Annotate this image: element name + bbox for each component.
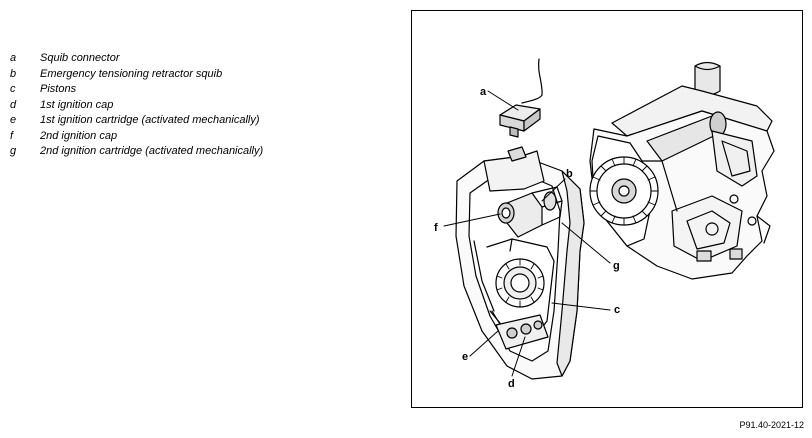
callout-d: d xyxy=(508,378,515,390)
leader-lines xyxy=(443,90,611,377)
leader-line-f xyxy=(443,213,501,227)
leader-line-c xyxy=(551,302,611,311)
callout-g: g xyxy=(613,260,620,272)
legend-key: b xyxy=(10,67,17,80)
figure-frame: a b c d e f g xyxy=(411,10,803,408)
retractor-housing-right xyxy=(589,61,775,280)
retractor-illustration: a b c d e f g xyxy=(434,58,775,390)
legend-key: g xyxy=(10,145,17,157)
leader-line-b xyxy=(541,178,566,202)
callout-e: e xyxy=(462,351,468,363)
legend-text: Pistons xyxy=(40,83,77,95)
leader-line-a xyxy=(487,90,519,111)
callout-f: f xyxy=(434,222,438,234)
ignition-unit-housing xyxy=(455,146,585,380)
legend-key: e xyxy=(10,114,17,126)
figure-code: P91.40-2021-12 xyxy=(739,420,804,430)
legend-key: f xyxy=(10,129,14,142)
legend-text: Squib connector xyxy=(40,52,120,64)
leader-line-e xyxy=(469,330,499,357)
legend-text: 1st ignition cap xyxy=(40,98,114,111)
legend-text: 1st ignition cartridge (activated mechan… xyxy=(40,114,260,126)
leader-line-d xyxy=(511,336,526,377)
callout-b: b xyxy=(566,168,573,180)
legend-key: a xyxy=(10,52,17,64)
legend-text: Emergency tensioning retractor squib xyxy=(40,67,223,80)
legend-key: d xyxy=(10,98,17,111)
legend-text: 2nd ignition cartridge (activated mechan… xyxy=(40,145,264,157)
leader-line-g xyxy=(561,222,611,264)
callout-a: a xyxy=(480,86,487,98)
legend-text: 2nd ignition cap xyxy=(40,129,118,142)
squib-connector xyxy=(499,58,543,138)
callout-c: c xyxy=(614,304,620,316)
legend-key: c xyxy=(10,83,16,95)
